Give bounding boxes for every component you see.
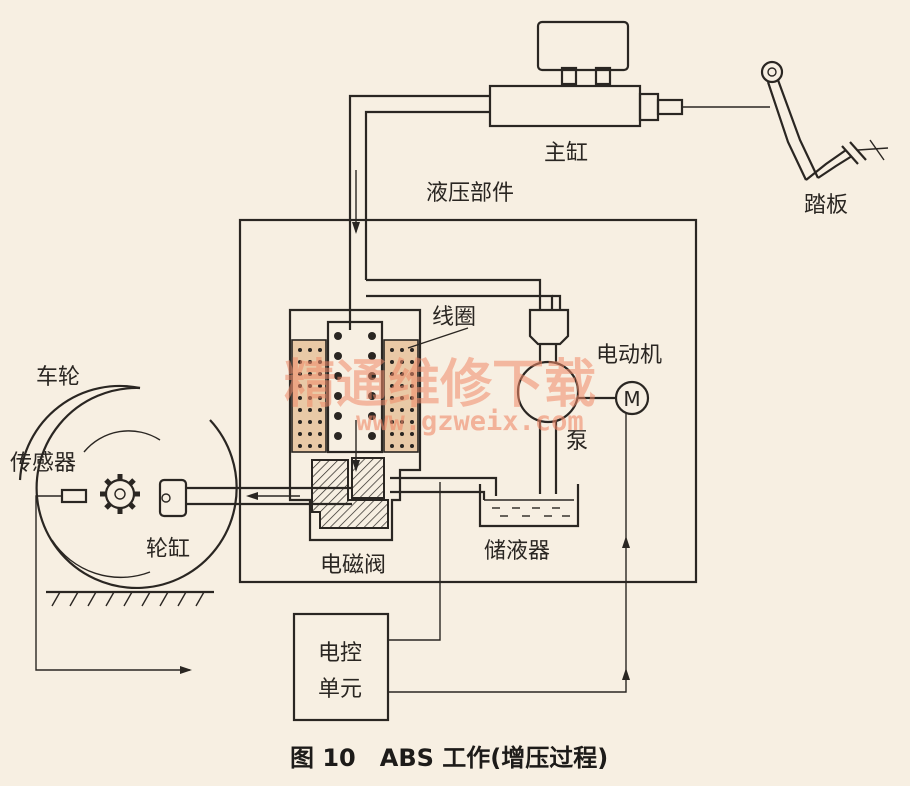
brake-line-main — [348, 94, 490, 330]
tone-ring-gear — [100, 474, 140, 514]
brake-pedal — [760, 60, 889, 181]
label-coil: 线圈 — [432, 305, 476, 330]
reservoir — [478, 484, 580, 528]
label-wheel: 车轮 — [36, 365, 80, 390]
label-pump: 泵 — [566, 429, 588, 454]
coil-leader — [407, 327, 469, 349]
solenoid-valve — [288, 308, 422, 542]
electric-motor: M — [578, 380, 650, 416]
master-cylinder — [488, 20, 770, 128]
hydraulic-unit-box — [238, 218, 698, 584]
wheel-speed-sensor — [35, 488, 192, 674]
wheel — [18, 384, 238, 607]
label-wheel-cylinder: 轮缸 — [146, 537, 190, 562]
figure-caption: 图 10 ABS 工作(增压过程) — [290, 744, 608, 772]
label-pedal: 踏板 — [804, 193, 848, 218]
label-master-cylinder: 主缸 — [544, 141, 588, 166]
watermark-url: www.gzweix.com — [356, 406, 584, 437]
pump — [516, 308, 580, 494]
pump-return-line — [366, 278, 562, 310]
ecu — [292, 412, 630, 722]
label-hydraulic-unit: 液压部件 — [426, 181, 514, 206]
motor-symbol: M — [623, 387, 640, 411]
label-ecu-line2: 单元 — [318, 677, 362, 702]
label-motor: 电动机 — [596, 343, 662, 368]
brake-line-to-wheel — [186, 476, 498, 506]
wheel-cylinder — [158, 478, 188, 518]
label-ecu-line1: 电控 — [318, 641, 362, 666]
label-reservoir: 储液器 — [484, 539, 550, 564]
watermark-text: 精通维修下载 — [284, 355, 596, 415]
label-sensor: 传感器 — [10, 451, 76, 476]
label-solenoid-valve: 电磁阀 — [320, 553, 386, 578]
